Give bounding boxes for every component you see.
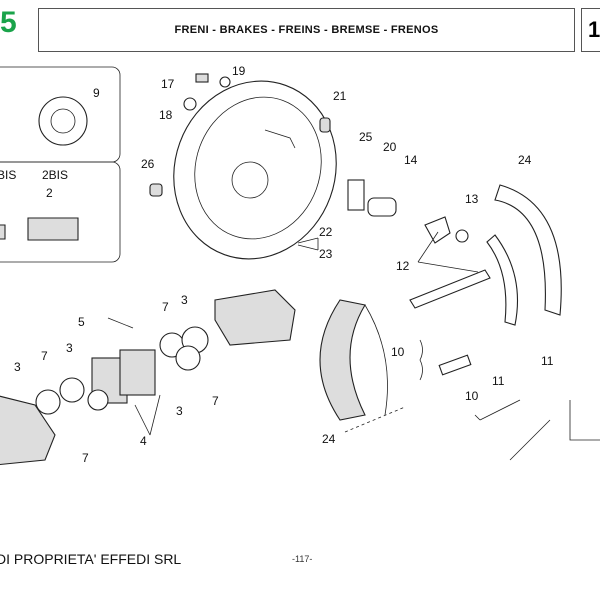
callout-24-top: 24 <box>518 153 532 167</box>
callout-labels: 17 19 9 18 21 25 20 14 26 BIS 2BIS 2 24 … <box>0 64 554 465</box>
spring-10b <box>474 399 521 421</box>
backplate-inset <box>38 96 88 146</box>
callout-9: 9 <box>93 86 100 100</box>
callout-3-top: 3 <box>181 293 188 307</box>
callout-13: 13 <box>465 192 479 206</box>
callout-4: 4 <box>140 434 147 448</box>
callout-2bis: 2BIS <box>42 168 68 182</box>
section-number: 5 <box>0 6 17 39</box>
pin-13 <box>455 229 469 243</box>
caliper-inset <box>27 217 79 241</box>
callout-26: 26 <box>141 157 155 171</box>
callout-3-left: 3 <box>66 341 73 355</box>
callout-21: 21 <box>333 89 347 103</box>
spring-10 <box>419 339 423 381</box>
callout-11: 11 <box>492 374 505 388</box>
caliper-left <box>0 395 56 466</box>
callout-25: 25 <box>359 130 373 144</box>
brake-shoe-right <box>494 184 562 316</box>
callout-23: 23 <box>319 247 333 261</box>
callout-7-bottom: 7 <box>82 451 89 465</box>
bleeder-26 <box>149 183 163 197</box>
seal-18 <box>183 97 197 111</box>
bolt-17 <box>195 73 209 83</box>
spring-lower <box>509 419 551 461</box>
callout-18: 18 <box>159 108 173 122</box>
title-text: FRENI - BRAKES - FREINS - BREMSE - FRENO… <box>174 24 439 36</box>
caliper <box>214 289 296 346</box>
adjuster-12 <box>424 216 451 244</box>
callout-7-mid: 7 <box>212 394 219 408</box>
callout-5: 5 <box>78 315 85 329</box>
ownership-notice: DI PROPRIETA' EFFEDI SRL <box>0 551 182 567</box>
page-number: -117- <box>292 554 313 564</box>
callout-17: 17 <box>161 77 175 91</box>
callout-19: 19 <box>232 64 246 78</box>
callout-10: 10 <box>391 345 405 359</box>
callout-2: 2 <box>46 186 53 200</box>
table-number: 1 <box>581 8 600 52</box>
callout-11-right: 11 <box>541 354 554 368</box>
callout-7-top: 7 <box>162 300 169 314</box>
pin-5 <box>107 317 134 329</box>
callout-14: 14 <box>404 153 418 167</box>
page-title: FRENI - BRAKES - FREINS - BREMSE - FRENO… <box>38 8 575 52</box>
inset-box-bottom <box>0 161 121 263</box>
brake-backplate <box>173 80 337 260</box>
callout-3-mid: 3 <box>176 404 183 418</box>
wheel-cylinder-14 <box>367 197 397 217</box>
nut-19 <box>219 76 231 88</box>
plug-21 <box>319 117 331 133</box>
callout-22: 22 <box>319 225 333 239</box>
callout-10-lower: 10 <box>465 389 479 403</box>
brake-lining-left <box>319 299 366 421</box>
pin-11 <box>438 354 472 376</box>
lever-12 <box>409 269 491 309</box>
callout-3-far-left: 3 <box>14 360 21 374</box>
bracket-20 <box>347 179 365 211</box>
callout-7-left: 7 <box>41 349 48 363</box>
callout-bis: BIS <box>0 168 16 182</box>
callout-12: 12 <box>396 259 410 273</box>
callout-24-bottom: 24 <box>322 432 336 446</box>
callout-20: 20 <box>383 140 397 154</box>
